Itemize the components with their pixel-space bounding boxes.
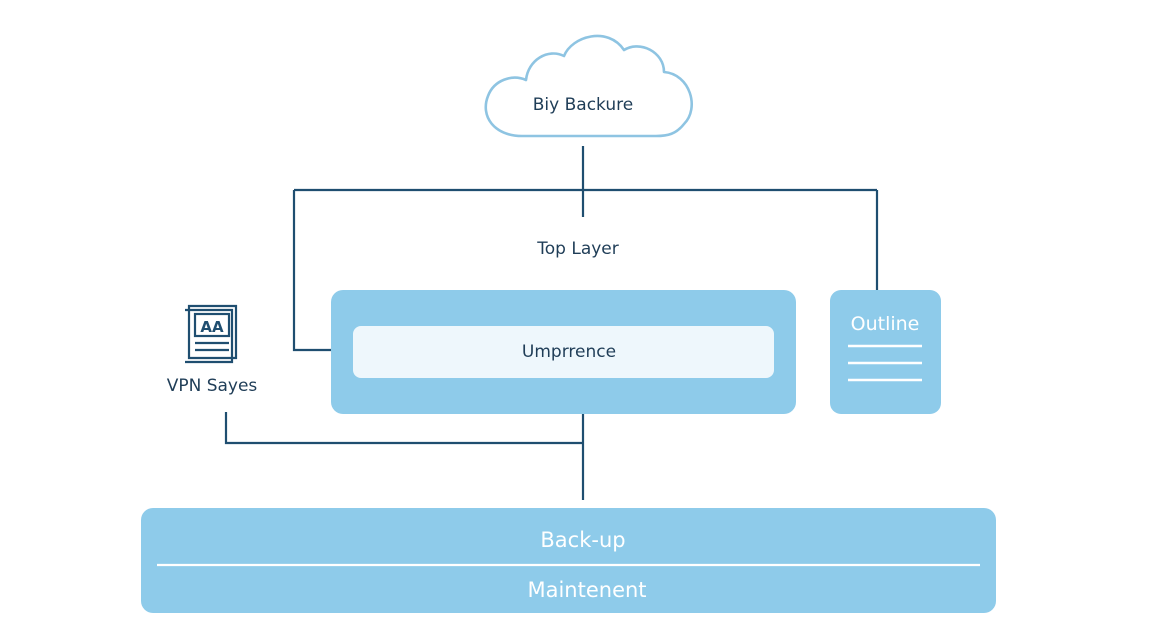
cloud-shape	[484, 34, 693, 138]
document-icon	[185, 304, 238, 364]
document-icon-text: AA	[200, 318, 224, 336]
connector-vpn-to-base	[224, 412, 583, 445]
vpn-label: VPN Sayes	[167, 376, 258, 396]
connector-left-drop	[292, 190, 331, 352]
cloud-node: Biy Backure	[484, 34, 693, 138]
inner-bar-label: Umprrence	[522, 342, 616, 362]
outline-card-title: Outline	[851, 313, 920, 335]
main-panel: Umprrence	[331, 290, 796, 414]
document-title-box	[193, 312, 231, 338]
connectors	[224, 146, 879, 500]
outline-card: Outline	[830, 290, 941, 414]
document-fold	[185, 308, 234, 364]
top-layer-label: Top Layer	[536, 239, 619, 259]
base-bottom-label: Maintenent	[527, 578, 646, 602]
outline-card-box	[830, 290, 941, 414]
base-block: Back-up Maintenent	[141, 508, 996, 613]
base-top-label: Back-up	[540, 528, 625, 552]
base-block-box	[141, 508, 996, 613]
document-outline	[187, 304, 238, 360]
vpn-node: AA VPN Sayes	[167, 304, 258, 396]
cloud-label: Biy Backure	[533, 95, 633, 115]
inner-bar	[353, 326, 774, 378]
outline-lines	[848, 344, 922, 382]
